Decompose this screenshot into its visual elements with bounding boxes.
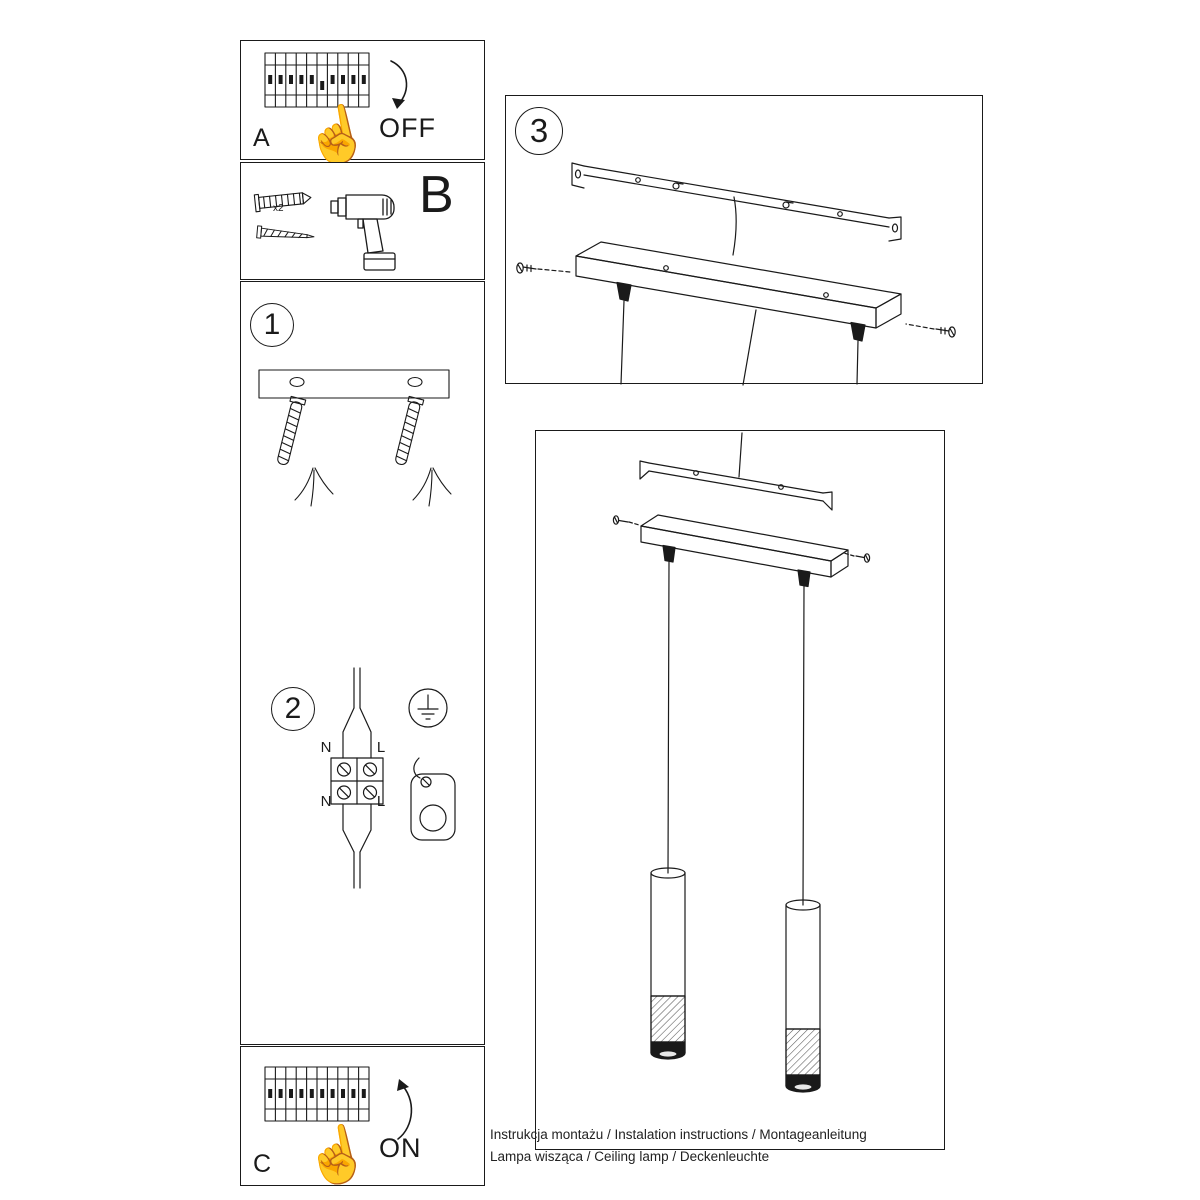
wire-label-l-top: L	[376, 739, 386, 756]
cord-grip-left-icon	[662, 544, 676, 563]
step-1-label: 1	[263, 308, 281, 341]
wall-anchor-right-icon	[395, 395, 425, 466]
switch-off-arrow-icon	[390, 60, 408, 109]
footer-line-1: Instrukcja montażu / Instalation instruc…	[490, 1127, 867, 1142]
wire-label-n-top: N	[320, 739, 332, 756]
panel-c-action: ON	[379, 1133, 422, 1163]
fixings-illustration	[253, 192, 315, 239]
ceiling-canopy-icon	[640, 514, 849, 578]
screw-left-icon	[612, 515, 640, 526]
screw-icon	[256, 225, 315, 239]
steps-box: 1	[240, 281, 485, 1045]
screw-left-icon	[516, 262, 571, 274]
wire-label-l-bottom: L	[376, 793, 386, 810]
step-3-box: 3	[505, 95, 983, 386]
assembly-box	[535, 430, 945, 1150]
breaker-on-illustration: ☝	[264, 1066, 413, 1194]
step-3-badge: 3	[515, 107, 563, 155]
wall-anchor-left-icon	[277, 395, 307, 466]
pendant-shade-left-icon	[650, 867, 686, 1060]
mounting-bracket-icon	[639, 460, 833, 511]
power-cable-line	[738, 432, 743, 478]
panel-a-action: OFF	[379, 113, 436, 143]
power-cable-line	[732, 196, 737, 256]
drill-icon	[330, 194, 396, 271]
switch-on-arrow-icon	[397, 1079, 413, 1140]
wiring-illustration	[330, 667, 456, 889]
panel-a-box: ☝ A OFF	[240, 40, 485, 174]
pendant-shade-right-icon	[785, 899, 821, 1093]
pendant-cable-left	[667, 561, 670, 874]
panel-c-box: ☝ C ON	[240, 1046, 485, 1194]
breaker-panel-icon	[264, 52, 370, 108]
panel-c-label: C	[253, 1150, 272, 1178]
ground-symbol-icon	[408, 688, 448, 728]
pendant-cable-right	[802, 585, 805, 906]
terminal-block-icon	[330, 757, 384, 805]
breaker-panel-icon	[264, 1066, 370, 1122]
step-2-label: 2	[284, 692, 302, 725]
step-1-badge: 1	[250, 303, 294, 347]
footer-line-2: Lampa wisząca / Ceiling lamp / Deckenleu…	[490, 1149, 770, 1164]
wall-plug-icon	[253, 192, 312, 213]
anchor-qty-label: x2	[273, 203, 284, 214]
hand-icon: ☝	[297, 1116, 376, 1194]
step-3-label: 3	[529, 112, 549, 149]
cord-grip-right-icon	[850, 321, 866, 342]
screw-right-icon	[905, 323, 956, 338]
panel-b-box: x2 B	[240, 162, 485, 280]
step-2-badge: 2	[271, 687, 315, 731]
screw-right-icon	[843, 552, 871, 563]
footer: Instrukcja montażu / Instalation instruc…	[490, 1124, 867, 1168]
mounting-bracket-icon	[571, 162, 902, 242]
cable-clamp-icon	[410, 757, 456, 841]
cord-grip-left-icon	[616, 281, 632, 302]
breaker-off-illustration: ☝	[264, 52, 408, 174]
pendant-cable-line	[742, 309, 757, 386]
bracket-exploded-illustration	[516, 162, 956, 386]
pendant-lamp-illustration	[612, 432, 871, 1093]
panel-a-label: A	[253, 124, 270, 152]
wire-label-n-bottom: N	[320, 793, 332, 810]
ceiling-canopy-icon	[575, 241, 902, 329]
mounting-strip-illustration	[258, 369, 452, 507]
panel-b-label: B	[419, 166, 454, 224]
cord-grip-right-icon	[797, 569, 811, 588]
